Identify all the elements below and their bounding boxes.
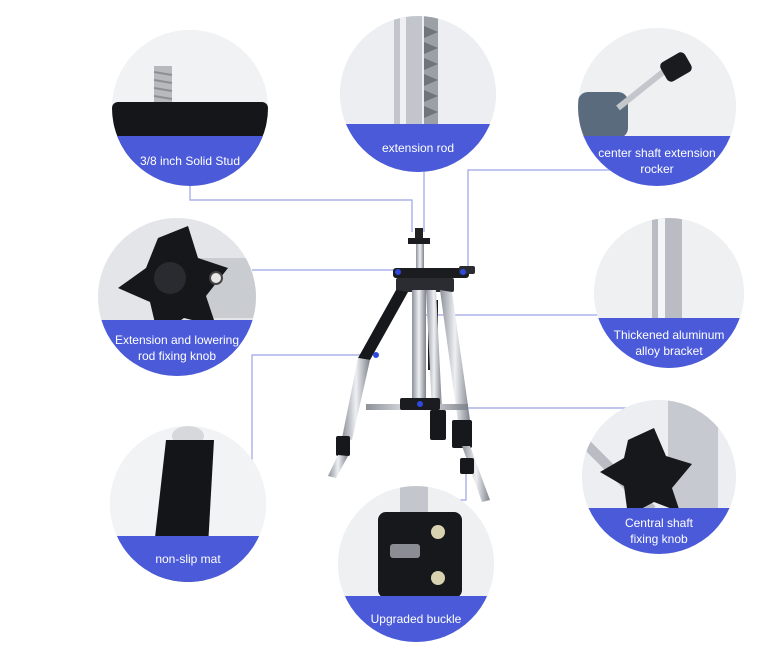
callout-label-band: Upgraded buckle bbox=[338, 596, 494, 642]
callout-label-band: non-slip mat bbox=[110, 536, 266, 582]
callout-central-knob: Central shaft fixing knob bbox=[582, 400, 736, 554]
callout-label-band: extension rod bbox=[340, 124, 496, 172]
callout-fixing-knob: Extension and lowering rod fixing knob bbox=[98, 218, 256, 376]
callout-label-band: 3/8 inch Solid Stud bbox=[112, 136, 268, 186]
callout-label: Central shaft fixing knob bbox=[624, 516, 694, 546]
callout-rocker: center shaft extension rocker bbox=[578, 28, 736, 186]
callout-label: extension rod bbox=[381, 141, 455, 155]
callout-bracket: Thickened aluminum alloy bracket bbox=[594, 218, 744, 368]
callout-label: center shaft extension rocker bbox=[598, 146, 716, 176]
callout-label-band: Central shaft fixing knob bbox=[582, 508, 736, 554]
callout-non-slip-mat: non-slip mat bbox=[110, 426, 266, 582]
callout-buckle: Upgraded buckle bbox=[338, 486, 494, 642]
callout-label-band: Extension and lowering rod fixing knob bbox=[98, 320, 256, 376]
callout-label: Extension and lowering rod fixing knob bbox=[114, 333, 240, 363]
callout-label: Upgraded buckle bbox=[370, 612, 462, 626]
callout-stud: 3/8 inch Solid Stud bbox=[112, 30, 268, 186]
callout-label: Thickened aluminum alloy bracket bbox=[613, 328, 725, 358]
callout-extension-rod: extension rod bbox=[340, 16, 496, 172]
callout-label-band: Thickened aluminum alloy bracket bbox=[594, 318, 744, 368]
callout-label-band: center shaft extension rocker bbox=[578, 136, 736, 186]
callout-label: non-slip mat bbox=[155, 552, 221, 566]
callout-label: 3/8 inch Solid Stud bbox=[139, 154, 241, 168]
